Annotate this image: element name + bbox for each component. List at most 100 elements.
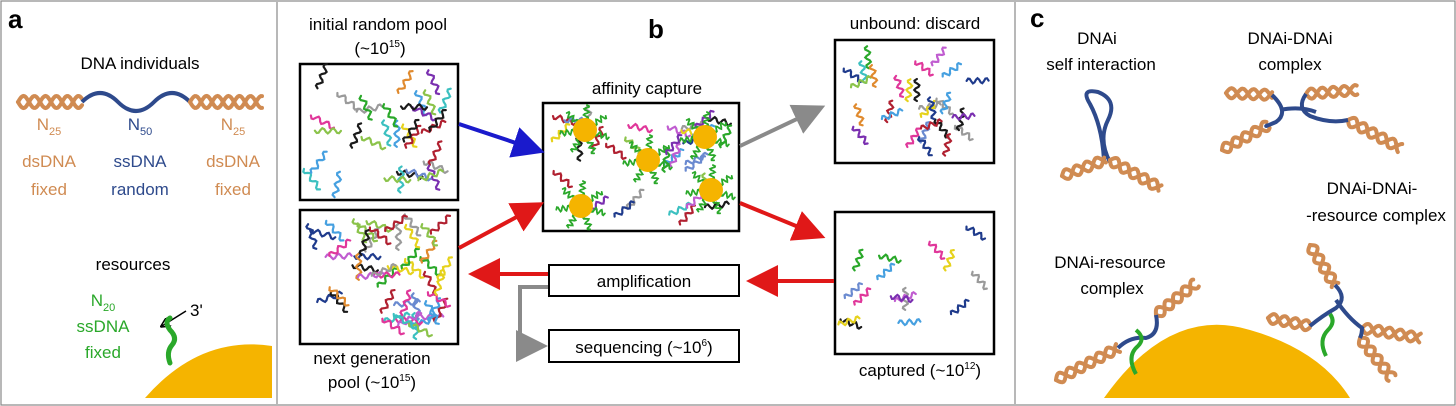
oligo-strand: [399, 102, 429, 111]
bead-capture-probe: [578, 180, 587, 196]
bead-capture-probe: [589, 190, 604, 203]
oligo-strand: [400, 247, 420, 270]
oligo-strand: [970, 270, 988, 291]
oligo-strand: [613, 200, 635, 218]
triple-complex-label-2: -resource complex: [1306, 206, 1446, 225]
bead-capture-probe: [656, 144, 671, 157]
right-seg-n-sub: 25: [233, 126, 245, 138]
oligo-strand: [423, 300, 440, 325]
oligo-strand: [851, 125, 869, 146]
complex-dsdna-bottom-right: [1346, 115, 1400, 154]
oligo-strand: [425, 69, 441, 96]
dnai-complex-label-2: complex: [1258, 55, 1322, 74]
oligo-strand: [427, 140, 443, 166]
oligo-strand: [336, 91, 360, 111]
captured-strands: [837, 225, 988, 330]
arrow-capture-to-captured: [739, 201, 826, 241]
oligo-strand: [309, 228, 337, 241]
res-seg-type: ssDNA: [77, 317, 131, 336]
next-pool-exp: 15: [399, 373, 411, 384]
oligo-strand: [405, 168, 432, 182]
panel-c-resource-dome: [1104, 324, 1350, 398]
arrow-initial-to-capture: [458, 122, 545, 158]
bead-capture-probe: [719, 174, 734, 187]
complex-dsdna-top-right: [1304, 83, 1359, 100]
complex-dsdna-bottom-left: [1220, 119, 1269, 152]
oligo-strand: [889, 293, 914, 304]
bead-capture-probe: [622, 158, 638, 168]
amplification-label: amplification: [597, 272, 692, 291]
next-pool-label-2: pool (~1015): [328, 373, 416, 392]
oligo-strand: [951, 112, 976, 121]
affinity-bead: [569, 194, 593, 218]
bead-capture-probe: [645, 134, 654, 150]
dnai-complex-label-1: DNAi-DNAi: [1248, 29, 1333, 48]
oligo-strand: [394, 222, 403, 251]
oligo-strand: [302, 167, 322, 191]
self-interaction-ssdna: [1084, 89, 1114, 163]
dsdna-right-helix: [188, 93, 264, 111]
oligo-strand: [309, 114, 335, 131]
oligo-strand: [393, 119, 401, 148]
oligo-strand: [552, 169, 573, 189]
oligo-strand: [863, 45, 873, 70]
oligo-strand: [432, 297, 449, 323]
oligo-strand: [851, 248, 864, 272]
oligo-strand: [349, 122, 363, 149]
initial-pool-close: ): [400, 39, 406, 58]
oligo-strand: [422, 89, 437, 116]
panel-letter-b: b: [648, 14, 664, 44]
oligo-strand: [897, 318, 922, 327]
bead-capture-probe: [685, 117, 699, 131]
oligo-strand: [551, 114, 577, 127]
oligo-strand: [437, 87, 452, 114]
triple-green-strand: [1320, 312, 1335, 357]
resource-complex-label-1: DNAi-resource: [1054, 253, 1165, 272]
oligo-strand: [843, 281, 863, 300]
amplification-box: [548, 264, 740, 297]
bead-capture-probe: [695, 198, 708, 213]
ssdna-random-segment: [80, 91, 192, 113]
initial-pool-strands: [302, 62, 452, 199]
dna-individual-strand: [16, 91, 264, 113]
next-pool-close: ): [410, 373, 416, 392]
initial-pool-label-1: initial random pool: [309, 15, 447, 34]
captured-exp: 12: [964, 361, 976, 372]
affinity-beads: [555, 104, 736, 231]
bead-capture-probe: [708, 164, 717, 180]
mid-seg-n-letter: N: [128, 115, 140, 134]
oligo-strand: [917, 121, 931, 144]
triple-ssdna-1: [1308, 283, 1344, 328]
self-interaction-dsdna-left: [1060, 155, 1107, 178]
bead-capture-probe: [565, 110, 579, 124]
bead-capture-probe: [679, 135, 695, 145]
oligo-strand: [417, 168, 444, 182]
oligo-strand: [324, 219, 345, 242]
bead-capture-probe: [582, 215, 593, 231]
oligo-strand: [384, 214, 408, 233]
left-seg-type: dsDNA: [22, 152, 77, 171]
right-seg-type: dsDNA: [206, 152, 261, 171]
oligo-strand: [916, 136, 933, 157]
oligo-strand: [422, 270, 438, 297]
oligo-strand: [354, 252, 363, 281]
bead-capture-probe: [685, 188, 701, 198]
captured-count: captured (~10: [859, 361, 964, 380]
oligo-strand: [668, 143, 681, 168]
triple-dsdna-left: [1266, 312, 1312, 333]
bead-capture-probe: [586, 139, 597, 155]
next-pool-strands: [305, 213, 453, 341]
dsdna-left-helix: [16, 93, 84, 111]
bead-capture-probe: [628, 140, 642, 154]
bead-capture-probe: [561, 186, 575, 200]
oligo-strand: [878, 253, 902, 264]
self-interaction-label-2: self interaction: [1046, 55, 1156, 74]
triple-dsdna-top: [1306, 243, 1338, 290]
oligo-strand: [328, 286, 350, 307]
oligo-strand: [314, 62, 328, 90]
oligo-strand: [666, 125, 691, 139]
oligo-strand: [420, 223, 439, 247]
oligo-strand: [842, 67, 863, 84]
oligo-strand: [942, 249, 956, 272]
